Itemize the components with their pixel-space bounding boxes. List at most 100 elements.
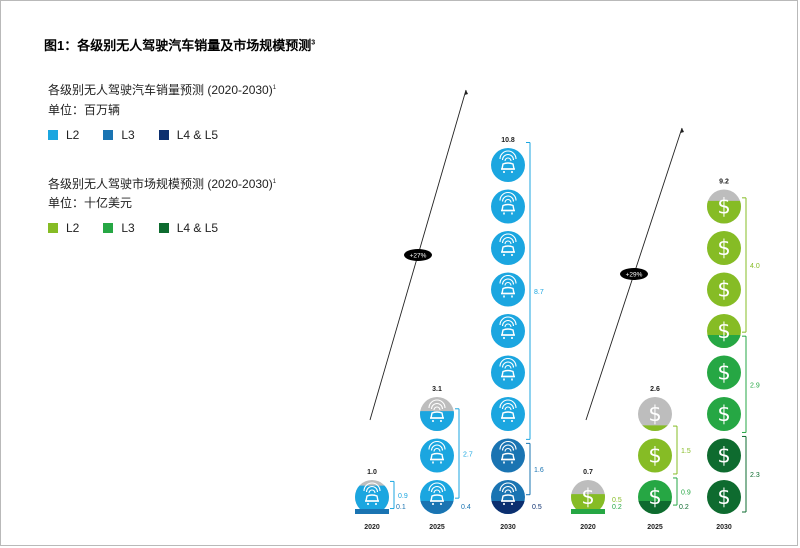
signal-arc: [430, 403, 444, 410]
market-2020-L3-label: 0.2: [612, 504, 622, 511]
legend-item-sales-l45: L4 & L5: [158, 128, 218, 142]
signal-arc: [433, 448, 441, 452]
car-body: [501, 452, 515, 461]
market-icon-2025-3: $: [638, 397, 672, 431]
signal-arc: [499, 482, 517, 492]
car-body: [501, 369, 515, 378]
sales-icon-2030-4: [491, 355, 525, 390]
dollar-glyph: $: [648, 444, 661, 468]
signal-arc: [428, 441, 446, 450]
signal-arc: [499, 233, 517, 243]
icon-fill: [707, 200, 741, 224]
market-2030-L3-value-label: 2.9: [750, 382, 760, 389]
signal-arc: [368, 489, 376, 494]
signal-arc: [501, 444, 515, 451]
car-body: [501, 328, 515, 336]
signal-arc: [430, 486, 444, 493]
signal-arc: [504, 323, 512, 328]
signal-arc: [428, 482, 446, 492]
legend-item-sales-l3: L3: [103, 128, 135, 142]
market-legend: L2 L3 L4 & L5: [48, 221, 242, 235]
icon-fill: [571, 494, 605, 514]
icon-fill: [491, 189, 525, 224]
signal-arc: [365, 486, 379, 493]
market-icon-2025-1: $: [638, 480, 672, 514]
market-year-2020: 2020: [580, 524, 596, 531]
market-2030-L4 & L5-value-label: 2.3: [750, 472, 760, 479]
market-growth-badge: [620, 268, 648, 280]
icon-fill: [491, 355, 525, 390]
icon-fill: [707, 397, 741, 431]
signal-arc: [504, 282, 512, 286]
sales-growth-badge: [404, 249, 432, 261]
sales-2025-L2-value-label: 2.7: [463, 451, 473, 458]
sales-total-2020: 1.0: [367, 469, 377, 476]
icon-fill: [491, 148, 525, 182]
signal-arc: [501, 195, 515, 202]
signal-arc: [499, 275, 517, 284]
signal-arc: [499, 150, 517, 160]
car-body: [501, 494, 515, 502]
signal-arc: [363, 482, 381, 492]
signal-arc: [501, 320, 515, 327]
market-growth-label: +29%: [626, 272, 643, 279]
sales-total-2030: 10.8: [501, 137, 515, 144]
car-body: [501, 245, 515, 253]
legend-swatch: [48, 223, 58, 233]
sales-icon-2025-1: [420, 480, 454, 514]
car-body: [501, 203, 515, 212]
icon-fill: [638, 480, 672, 514]
signal-arc: [501, 486, 515, 493]
legend-item-market-l3: L3: [103, 221, 135, 235]
car-body: [430, 494, 444, 502]
sales-icon-2025-3: [420, 397, 454, 431]
sales-unit: 单位：百万辆: [48, 103, 121, 117]
market-2025-L3-value-label: 0.9: [681, 490, 691, 497]
icon-fill: [491, 480, 525, 514]
sales-2030-L2-value-label: 8.7: [534, 289, 544, 296]
market-year-2030: 2030: [716, 524, 732, 531]
signal-arc: [499, 358, 517, 367]
market-growth-arrowhead: [680, 128, 684, 133]
icon-fill: [491, 231, 525, 265]
market-icon-2030-8: $: [707, 189, 741, 224]
market-2025-L4 & L5-label: 0.2: [679, 504, 689, 511]
legend-swatch: [158, 130, 169, 140]
market-icon-2030-2: $: [707, 438, 741, 473]
signal-arc: [504, 406, 512, 411]
icon-background: [638, 397, 672, 431]
sales-2030-L3-value-label: 1.6: [534, 467, 544, 474]
signal-arc: [501, 237, 515, 244]
figure-title: 图1：各级别无人驾驶汽车销量及市场规模预测3: [44, 38, 316, 53]
signal-arc: [501, 403, 515, 410]
icon-fill: [707, 355, 741, 390]
signal-arc: [433, 406, 441, 411]
market-2030-L2-value-label: 4.0: [750, 263, 760, 270]
market-2020-L2-label: 0.5: [612, 497, 622, 504]
dollar-glyph: $: [717, 195, 730, 219]
car-body: [501, 411, 515, 419]
icon-fill: [491, 272, 525, 307]
signal-arc: [504, 448, 512, 452]
sales-icon-2030-8: [491, 189, 525, 224]
signal-arc: [501, 278, 515, 285]
car-body: [365, 494, 379, 502]
icon-fill: [707, 480, 741, 514]
signal-arc: [499, 316, 517, 326]
market-icon-2025-2: $: [638, 438, 672, 473]
sales-subtitle: 各级别无人驾驶汽车销量预测 (2020-2030)1: [48, 83, 277, 97]
market-unit: 单位：十亿美元: [48, 196, 133, 210]
icon-fill: [420, 438, 454, 473]
car-body: [501, 286, 515, 295]
market-total-2020: 0.7: [583, 469, 593, 476]
signal-arc: [428, 399, 446, 409]
car-body: [501, 162, 515, 170]
market-icon-2030-5: $: [707, 314, 741, 348]
signal-arc: [504, 489, 512, 494]
sales-legend: L2 L3 L4 & L5: [48, 128, 242, 142]
market-icon-2020-1: $: [571, 480, 605, 514]
sales-icon-2025-2: [420, 438, 454, 473]
legend-swatch: [103, 223, 114, 233]
dollar-glyph: $: [717, 402, 730, 426]
sales-year-2025: 2025: [429, 524, 445, 531]
